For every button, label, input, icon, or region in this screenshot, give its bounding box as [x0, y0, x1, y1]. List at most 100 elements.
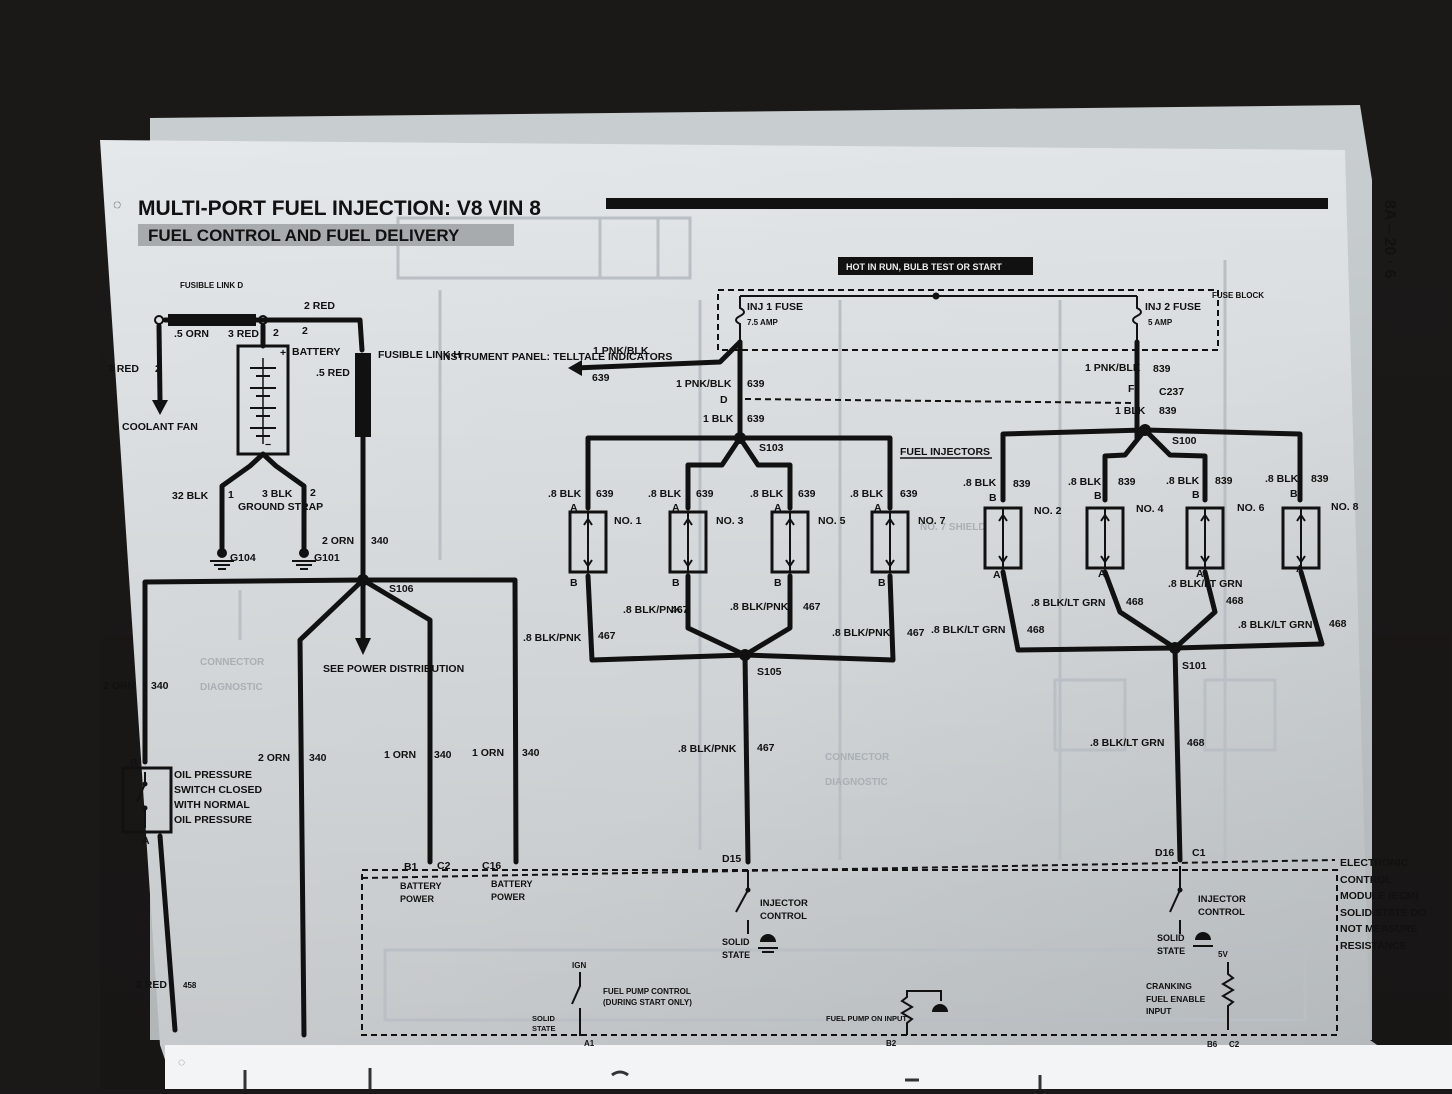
inj1-fuse-label: INJ 1 FUSE [747, 301, 803, 313]
battery-power-label-1: BATTERY POWER [400, 881, 442, 904]
circuit-label: 468 [1027, 624, 1045, 636]
subtitle-band [138, 224, 514, 246]
connector-label: C2 [437, 860, 451, 872]
fuel-pump-on-label: FUEL PUMP ON INPUT [826, 1014, 907, 1023]
splice-label: S106 [389, 583, 414, 595]
ground-strap-wires [219, 451, 307, 551]
inj2-fuse-amp: 5 AMP [1148, 318, 1173, 327]
svg-text:639: 639 [798, 488, 816, 500]
svg-text:639: 639 [900, 488, 918, 500]
wire-telltale [572, 339, 743, 371]
see-power-label: SEE POWER DISTRIBUTION [323, 663, 464, 675]
wire-label: .5 RED [316, 367, 350, 379]
wire-to-no8 [1142, 427, 1303, 503]
svg-text:NO. 6: NO. 6 [1237, 502, 1265, 514]
svg-text:.8 BLK: .8 BLK [1068, 476, 1102, 488]
wire-label: 2 RED [304, 300, 335, 312]
wire-s101-ecm [1172, 645, 1183, 863]
ground-g104 [210, 548, 234, 570]
svg-text:A: A [993, 569, 1001, 581]
svg-text:◌: ◌ [113, 196, 121, 212]
wire-label: .8 BLK/PNK [832, 627, 891, 639]
wire-to-no3 [685, 435, 743, 511]
circuit-label: 467 [907, 627, 925, 639]
pin-label: 2 [310, 487, 316, 499]
connector-c237-line [744, 398, 1136, 404]
injector-control-label-left: INJECTOR CONTROL [760, 898, 808, 922]
wire-label: 2 RED [136, 979, 167, 991]
pin-label: B6 [1207, 1040, 1218, 1049]
wire-no8-return [1172, 569, 1325, 651]
injector-no5: .8 BLK 639 A NO. 5 B [750, 488, 846, 589]
wire-label: 1 PNK/BLK [1085, 362, 1141, 374]
svg-text:B: B [774, 577, 782, 589]
svg-text:NO. 2: NO. 2 [1034, 505, 1062, 517]
svg-text:B: B [989, 492, 997, 504]
inj1-fuse-amp: 7.5 AMP [747, 318, 778, 327]
svg-text:.8 BLK: .8 BLK [548, 488, 582, 500]
svg-text:639: 639 [596, 488, 614, 500]
ground-strap-label: GROUND STRAP [238, 501, 323, 513]
circuit-label: 340 [434, 749, 452, 761]
fuel-injectors-label: FUEL INJECTORS [900, 446, 990, 458]
pin-label: 2 [155, 363, 161, 375]
svg-text:NO. 7 SHIELD: NO. 7 SHIELD [920, 522, 986, 533]
wire-no1-return [585, 573, 748, 663]
pin-label: D16 [1155, 847, 1174, 859]
pin-label: 2 [273, 327, 279, 339]
wire-label: 1 PNK/BLK [593, 345, 649, 357]
solid-state-label-left: SOLID STATE [722, 937, 751, 960]
pin-label: F [1128, 383, 1135, 395]
ecm-label: ELECTRONIC CONTROL MODULE (ECM) SOLID ST… [1340, 857, 1427, 952]
fusible-link-d-label: FUSIBLE LINK D [180, 281, 243, 290]
circuit-label: 468 [1126, 596, 1144, 608]
wire-no3-return [685, 573, 748, 658]
svg-text:.8 BLK: .8 BLK [850, 488, 884, 500]
page-subtitle: FUEL CONTROL AND FUEL DELIVERY [148, 226, 460, 245]
circuit-label: 639 [747, 413, 765, 425]
circuit-label: 340 [151, 680, 169, 692]
battery-label: BATTERY [292, 346, 340, 358]
fuel-pump-resistor [900, 990, 942, 1035]
inj2-fuse-element [1132, 296, 1142, 342]
page-number: 8A – 20 · 6 [1381, 200, 1398, 279]
svg-text:◌: ◌ [178, 1055, 185, 1069]
injector-control-switch-right [1169, 866, 1213, 947]
wire-to-no4 [1102, 427, 1148, 503]
svg-text:NO. 5: NO. 5 [818, 515, 846, 527]
svg-text:NO. 8: NO. 8 [1331, 501, 1359, 513]
pin-label: 2 [302, 325, 308, 337]
wire-s106-oil-switch [142, 577, 366, 765]
svg-text:B: B [878, 577, 886, 589]
svg-text:839: 839 [1118, 476, 1136, 488]
ground-label: G101 [314, 552, 340, 564]
splice-label: S105 [757, 666, 782, 678]
svg-text:A: A [1196, 568, 1204, 580]
splice-label: S103 [759, 442, 784, 454]
wire-label: 1 BLK [703, 413, 734, 425]
svg-text:A: A [672, 502, 680, 514]
svg-text:B: B [1094, 490, 1102, 502]
next-page-marks [243, 1068, 1042, 1089]
fusible-link-h [355, 353, 371, 437]
coolant-fan-label: COOLANT FAN [122, 421, 198, 433]
splice-label: S100 [1172, 435, 1197, 447]
pin-label: B [130, 757, 138, 769]
page-title: MULTI-PORT FUEL INJECTION: V8 VIN 8 [138, 197, 541, 220]
wire-label: 1 PNK/BLK [676, 378, 732, 390]
circuit-label: 340 [371, 535, 389, 547]
inj2-fuse-label: INJ 2 FUSE [1145, 301, 1201, 313]
svg-text:A: A [1098, 568, 1106, 580]
wire-s105-ecm [742, 652, 751, 865]
oil-switch-label: OIL PRESSURE SWITCH CLOSED WITH NORMAL O… [174, 769, 263, 826]
resistor-symbol [1221, 962, 1235, 1030]
ground-g101 [292, 548, 316, 570]
svg-text:NO. 4: NO. 4 [1136, 503, 1164, 515]
connector-label: C1 [1192, 847, 1206, 859]
svg-text:NO. 7: NO. 7 [918, 515, 946, 527]
circuit-label: 467 [671, 604, 689, 616]
injector-no1: .8 BLK 639 A NO. 1 B [548, 488, 642, 589]
voltage-label: 5V [1218, 950, 1228, 959]
